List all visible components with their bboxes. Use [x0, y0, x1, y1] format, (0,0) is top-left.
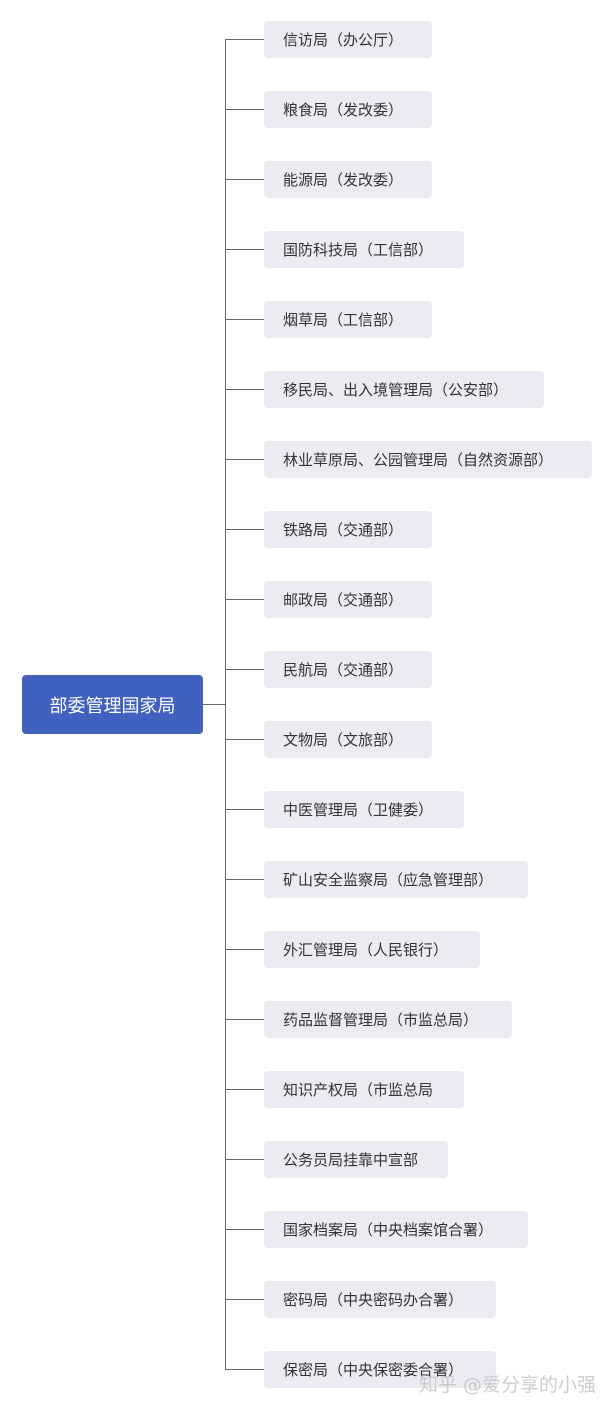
child-node[interactable]: 民航局（交通部）	[264, 651, 432, 688]
child-node[interactable]: 邮政局（交通部）	[264, 581, 432, 618]
child-node[interactable]: 药品监督管理局（市监总局）	[264, 1001, 512, 1038]
watermark: 知乎 @爱分享的小强	[418, 1374, 596, 1396]
child-node-label: 公务员局挂靠中宣部	[283, 1151, 419, 1169]
branch-line	[225, 1369, 264, 1370]
child-node-label: 移民局、出入境管理局（公安部）	[283, 381, 509, 399]
child-node-label: 矿山安全监察局（应急管理部）	[283, 871, 494, 889]
child-node[interactable]: 保密局（中央保密委合署）	[264, 1351, 496, 1388]
branch-line	[225, 879, 264, 880]
root-node[interactable]: 部委管理国家局	[22, 675, 203, 734]
child-node[interactable]: 粮食局（发改委）	[264, 91, 432, 128]
branch-line	[225, 459, 264, 460]
child-node[interactable]: 矿山安全监察局（应急管理部）	[264, 861, 528, 898]
child-node-label: 烟草局（工信部）	[283, 311, 404, 329]
root-label: 部委管理国家局	[49, 695, 176, 717]
child-node[interactable]: 能源局（发改委）	[264, 161, 432, 198]
branch-line	[225, 809, 264, 810]
child-node-label: 保密局（中央保密委合署）	[283, 1361, 464, 1379]
child-node[interactable]: 密码局（中央密码办合署）	[264, 1281, 496, 1318]
child-node[interactable]: 林业草原局、公园管理局（自然资源部）	[264, 441, 592, 478]
child-node-label: 药品监督管理局（市监总局）	[283, 1011, 479, 1029]
child-node-label: 邮政局（交通部）	[283, 591, 404, 609]
branch-line	[225, 1159, 264, 1160]
child-node[interactable]: 信访局（办公厅）	[264, 21, 432, 58]
child-node[interactable]: 移民局、出入境管理局（公安部）	[264, 371, 544, 408]
branch-line	[225, 739, 264, 740]
branch-line	[225, 109, 264, 110]
child-node-label: 能源局（发改委）	[283, 171, 404, 189]
child-node-label: 铁路局（交通部）	[283, 521, 404, 539]
child-node-label: 国防科技局（工信部）	[283, 241, 434, 259]
root-connector	[203, 704, 225, 705]
child-node-label: 密码局（中央密码办合署）	[283, 1291, 464, 1309]
child-node[interactable]: 国家档案局（中央档案馆合署）	[264, 1211, 528, 1248]
child-node[interactable]: 文物局（文旅部）	[264, 721, 432, 758]
child-node-label: 民航局（交通部）	[283, 661, 404, 679]
branch-line	[225, 39, 264, 40]
child-node-label: 粮食局（发改委）	[283, 101, 404, 119]
branch-line	[225, 1089, 264, 1090]
child-node[interactable]: 铁路局（交通部）	[264, 511, 432, 548]
branch-line	[225, 249, 264, 250]
child-node[interactable]: 知识产权局（市监总局	[264, 1071, 464, 1108]
branch-line	[225, 1229, 264, 1230]
child-node-label: 知识产权局（市监总局	[283, 1081, 434, 1099]
child-node[interactable]: 烟草局（工信部）	[264, 301, 432, 338]
child-node[interactable]: 外汇管理局（人民银行）	[264, 931, 480, 968]
branch-line	[225, 1019, 264, 1020]
child-node-label: 林业草原局、公园管理局（自然资源部）	[283, 451, 554, 469]
child-node-label: 信访局（办公厅）	[283, 31, 404, 49]
branch-line	[225, 1299, 264, 1300]
branch-line	[225, 529, 264, 530]
branch-line	[225, 949, 264, 950]
child-node[interactable]: 中医管理局（卫健委）	[264, 791, 464, 828]
child-node-label: 中医管理局（卫健委）	[283, 801, 434, 819]
branch-line	[225, 389, 264, 390]
child-node-label: 外汇管理局（人民银行）	[283, 941, 449, 959]
trunk-line	[225, 40, 226, 1370]
branch-line	[225, 599, 264, 600]
child-node-label: 文物局（文旅部）	[283, 731, 404, 749]
branch-line	[225, 179, 264, 180]
child-node[interactable]: 国防科技局（工信部）	[264, 231, 464, 268]
child-node[interactable]: 公务员局挂靠中宣部	[264, 1141, 448, 1178]
branch-line	[225, 319, 264, 320]
branch-line	[225, 669, 264, 670]
child-node-label: 国家档案局（中央档案馆合署）	[283, 1221, 494, 1239]
